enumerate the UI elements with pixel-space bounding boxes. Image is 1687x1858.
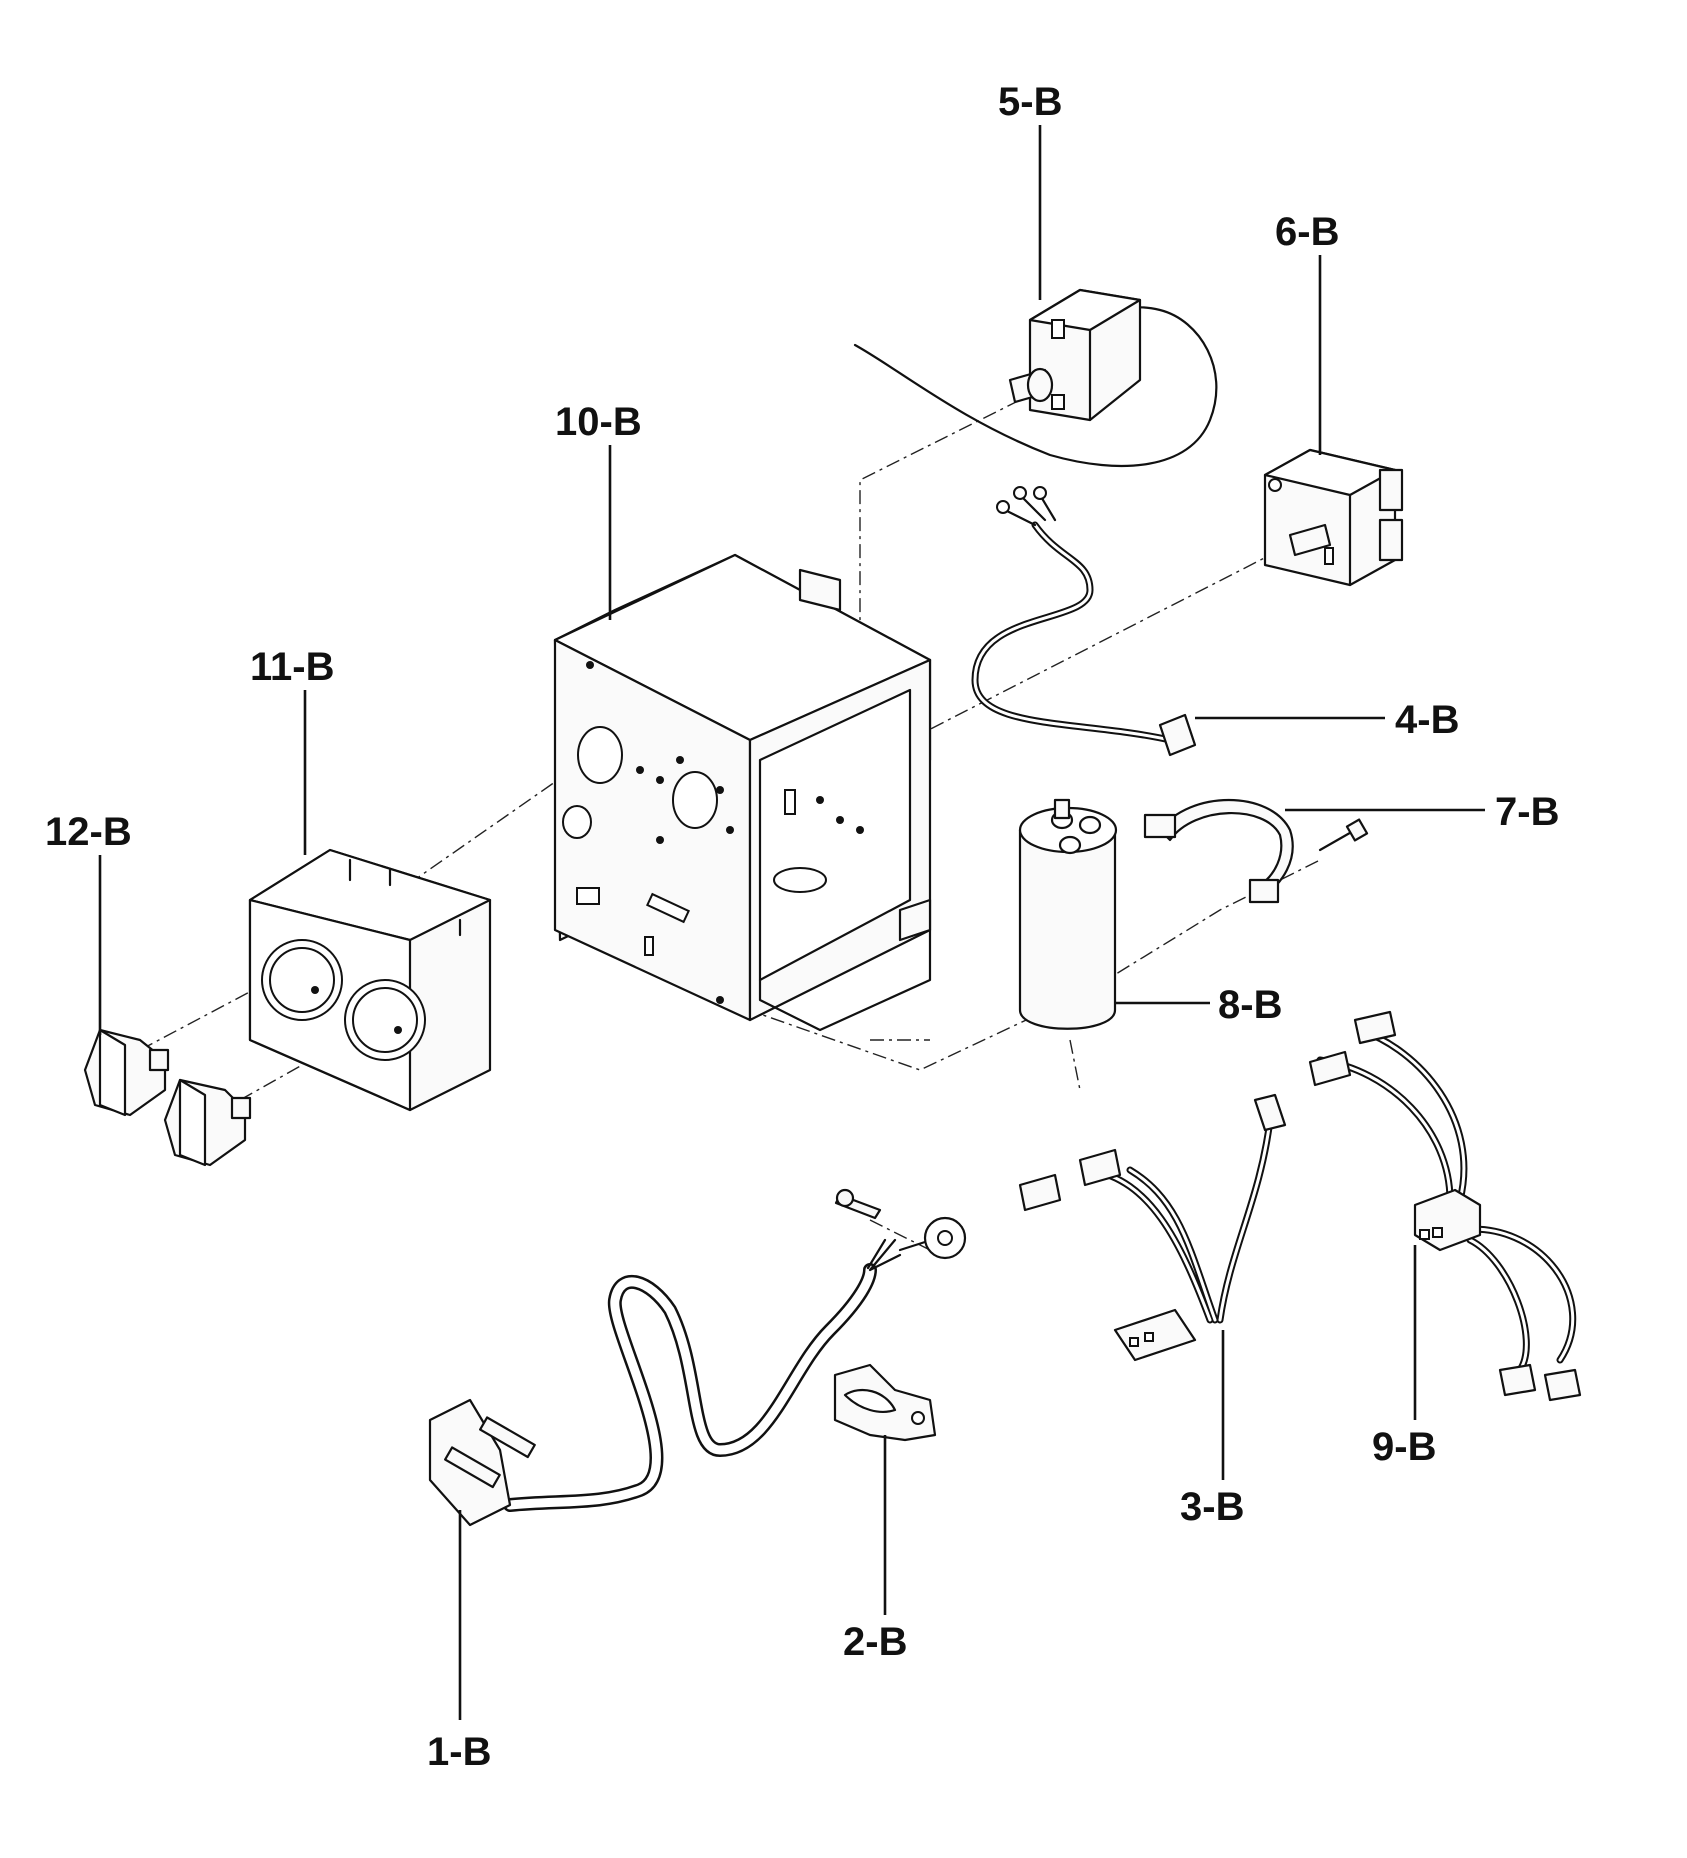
label-9b: 9-B [1372, 1425, 1436, 1469]
capacitor-8b [1018, 798, 1118, 1030]
thermostat-5b [853, 288, 1218, 468]
knob-12b-upper [83, 1028, 170, 1117]
label-12b: 12-B [45, 810, 132, 854]
clamp-7b [1143, 798, 1369, 904]
label-11b: 11-B [250, 645, 335, 689]
label-2b: 2-B [843, 1620, 907, 1664]
control-box-10b [553, 553, 932, 1032]
wire-harness-3b [1018, 1093, 1287, 1362]
cord-clamp-2b [833, 1363, 937, 1442]
power-cord-1b [428, 1188, 967, 1527]
label-5b: 5-B [998, 80, 1062, 124]
label-8b: 8-B [1218, 983, 1282, 1027]
wire-harness-9b [1308, 1010, 1582, 1402]
label-4b: 4-B [1395, 698, 1459, 742]
label-6b: 6-B [1275, 210, 1339, 254]
wire-lead-4b [971, 486, 1197, 757]
front-panel-11b [248, 848, 492, 1112]
label-10b: 10-B [555, 400, 642, 444]
leader-lines [98, 125, 1485, 1720]
switch-6b [1263, 448, 1404, 587]
label-1b: 1-B [427, 1730, 491, 1774]
part-labels: 5-B 6-B 10-B 11-B 12-B 4-B 7-B 8-B 9-B 3… [45, 80, 1559, 1774]
knob-12b-lower [163, 1078, 252, 1167]
label-3b: 3-B [1180, 1485, 1244, 1529]
label-7b: 7-B [1495, 790, 1559, 834]
